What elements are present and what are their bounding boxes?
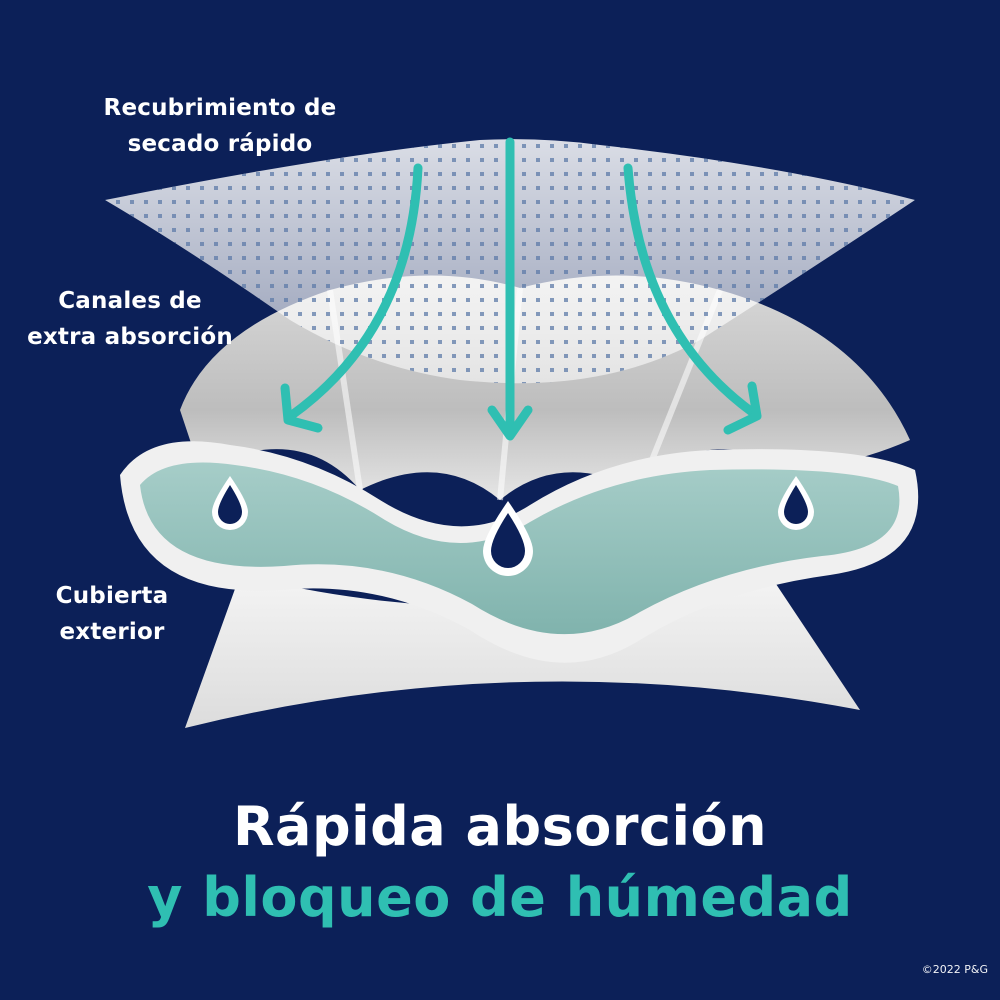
- water-drop-icon: [483, 501, 533, 576]
- label-quick-dry-topsheet: Recubrimiento de secado rápido: [60, 90, 380, 162]
- label-outer-cover: Cubierta exterior: [22, 578, 202, 650]
- headline-secondary: y bloqueo de húmedad: [147, 866, 853, 929]
- copyright-text: ©2022 P&G: [921, 963, 988, 976]
- label-line: Cubierta: [55, 583, 169, 609]
- water-drop-icon: [778, 476, 814, 530]
- label-line: exterior: [59, 619, 165, 645]
- water-drop-icon: [212, 476, 248, 530]
- label-line: secado rápido: [127, 131, 313, 157]
- arrow-down-icon: [623, 163, 762, 435]
- label-absorption-channels: Canales de extra absorción: [0, 283, 260, 355]
- label-line: extra absorción: [27, 324, 233, 350]
- label-line: Recubrimiento de: [103, 95, 337, 121]
- arrow-down-icon: [487, 137, 533, 441]
- arrow-down-icon: [280, 163, 423, 433]
- diaper-layers-illustration: [105, 137, 919, 728]
- headline-primary: Rápida absorción: [232, 795, 768, 858]
- label-line: Canales de: [58, 288, 202, 314]
